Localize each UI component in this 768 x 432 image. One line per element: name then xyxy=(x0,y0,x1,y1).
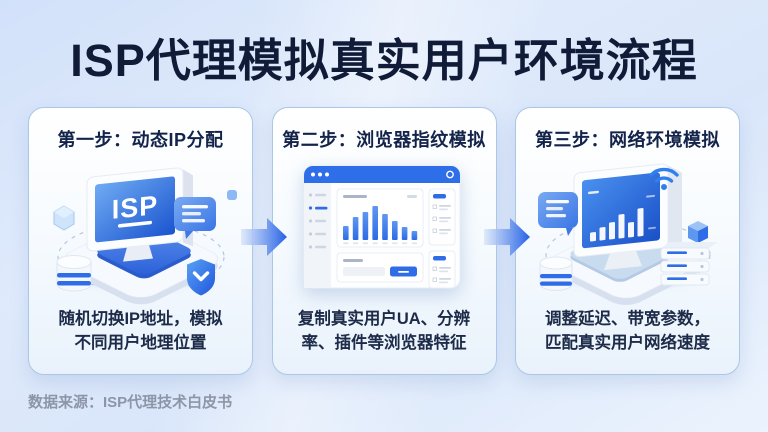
hexagon-icon xyxy=(53,205,74,231)
chat-bubble-icon xyxy=(173,197,216,239)
step-2-desc-line1: 复制真实用户UA、分辨 xyxy=(297,310,471,328)
wifi-icon xyxy=(648,167,679,190)
square-accent-icon xyxy=(226,190,237,200)
primary-button xyxy=(390,266,417,277)
flow-arrow-right-icon xyxy=(241,218,287,256)
step-3-illustration xyxy=(516,154,739,306)
step-2-title: 第二步：浏览器指纹模拟 xyxy=(282,130,486,150)
x-axis-ticks xyxy=(343,242,417,245)
step-3-desc-line1: 调整延迟、带宽参数， xyxy=(545,310,710,328)
step-1-desc-line2: 不同用户地理位置 xyxy=(74,333,207,352)
step-card-1: 第一步：动态IP分配 xyxy=(28,107,253,375)
flow-arrow-right-icon xyxy=(484,218,530,256)
cube-icon xyxy=(687,221,708,243)
titlebar-circle-icon xyxy=(446,170,454,179)
step-1-illustration: ISP xyxy=(29,154,252,306)
bar-chart xyxy=(343,206,418,240)
dashed-orbit xyxy=(56,222,225,292)
message-card-icon xyxy=(537,192,578,236)
form-card xyxy=(336,252,424,283)
page-title: ISP代理模拟真实用户环境流程 xyxy=(70,35,698,86)
server-stack-icon xyxy=(660,242,718,286)
isp-screen xyxy=(94,176,175,243)
step-2-illustration xyxy=(273,154,496,306)
data-source: 数据来源：ISP代理技术白皮书 xyxy=(28,394,233,411)
list-card-bottom xyxy=(428,250,456,289)
step-3-description: 调整延迟、带宽参数， 匹配真实用户网络速度 xyxy=(520,308,735,356)
browser-titlebar xyxy=(304,166,460,183)
step-1-desc-line1: 随机切换IP地址，模拟 xyxy=(58,310,223,328)
dashed-orbit xyxy=(544,219,711,291)
database-icon xyxy=(539,256,572,291)
isp-monitor-illustration: ISP xyxy=(53,167,237,305)
browser-dashboard-illustration xyxy=(303,165,461,289)
chart-card xyxy=(336,188,424,248)
screen-underline xyxy=(117,220,152,228)
screen-label: ISP xyxy=(111,189,158,225)
step-1-description: 随机切换IP地址，模拟 不同用户地理位置 xyxy=(33,308,248,356)
shield-check-icon xyxy=(186,259,215,296)
step-card-2: 第二步：浏览器指纹模拟 xyxy=(271,107,497,375)
step-1-title: 第一步：动态IP分配 xyxy=(57,130,224,150)
step-2-desc-line2: 率、插件等浏览器特征 xyxy=(301,333,467,352)
step-3-title: 第三步：网络环境模拟 xyxy=(535,130,720,150)
monitor-stand xyxy=(122,244,153,262)
step-3-desc-line2: 匹配真实用户网络速度 xyxy=(545,333,710,352)
monitor-stand xyxy=(603,250,642,271)
monitor xyxy=(573,163,682,271)
screen-bar-chart xyxy=(587,190,656,242)
step-card-3: 第三步：网络环境模拟 xyxy=(515,107,740,375)
database-icon xyxy=(56,255,91,292)
list-card-top xyxy=(428,188,456,246)
window-dots-icon xyxy=(311,172,329,177)
step-2-description: 复制真实用户UA、分辨 率、插件等浏览器特征 xyxy=(277,308,492,356)
monitor: ISP xyxy=(86,167,193,262)
sidebar-menu xyxy=(304,183,331,288)
network-monitor-illustration xyxy=(537,163,718,305)
input-placeholder-bar xyxy=(343,267,385,276)
steps-row: 第一步：动态IP分配 xyxy=(28,107,740,375)
